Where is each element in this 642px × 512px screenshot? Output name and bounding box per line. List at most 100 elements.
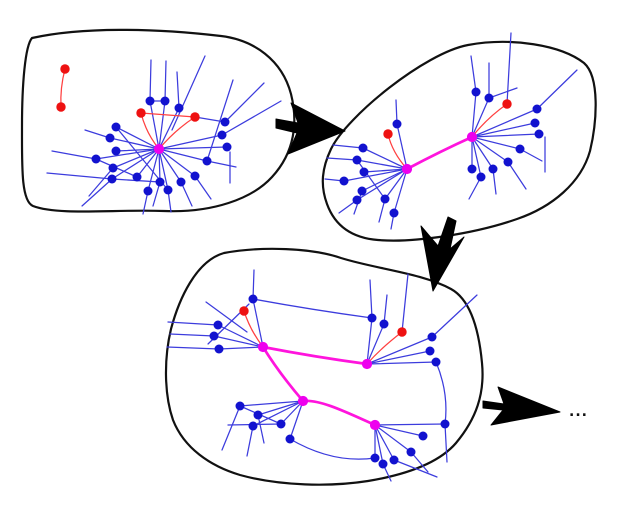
graph-edge [289, 400, 304, 440]
graph-edge [356, 168, 408, 201]
graph-edge [366, 361, 437, 365]
graph-node [488, 164, 498, 174]
merged-hub-node [257, 341, 269, 353]
graph-edge [470, 55, 477, 93]
graph-edge [326, 157, 358, 161]
graph-node [389, 208, 399, 218]
graph-node [108, 163, 118, 173]
graph-edge [158, 148, 196, 177]
graph-node [163, 185, 173, 195]
graph-edge [536, 69, 578, 110]
graph-node [132, 172, 142, 182]
graph-edge [218, 346, 264, 350]
graph-edge [51, 150, 97, 160]
candidate-node [502, 99, 512, 109]
graph-node [190, 171, 200, 181]
graph-node [145, 96, 155, 106]
graph-node [431, 357, 441, 367]
graph-edge [149, 100, 160, 150]
candidate-merge-edge [158, 116, 196, 150]
graph-edge [111, 148, 160, 180]
cluster-stage-1-initial-graph-cluster [20, 28, 296, 215]
graph-edge [167, 321, 219, 326]
candidate-merge-edge [140, 112, 160, 150]
graph-node [484, 93, 494, 103]
merged-hub-node [153, 143, 165, 155]
graph-edge [366, 336, 433, 365]
graph-node [220, 117, 230, 127]
graph-node [285, 434, 295, 444]
graph-edge [246, 425, 254, 457]
graph-node [111, 146, 121, 156]
graph-edge [471, 136, 482, 178]
graph-edge [374, 424, 424, 437]
graph-node [352, 195, 362, 205]
graph-node [471, 87, 481, 97]
graph-node [532, 104, 542, 114]
graph-edge [46, 172, 113, 180]
graph-edge [401, 273, 409, 333]
merged-hub-node [401, 163, 413, 175]
graph-edge [88, 167, 114, 197]
merged-hub-node [361, 358, 373, 370]
graph-edge [115, 148, 160, 152]
graph-edge [383, 294, 388, 325]
graph-node [155, 177, 165, 187]
graph-node [222, 142, 232, 152]
graph-edge [257, 400, 304, 416]
graph-edge [356, 159, 408, 170]
graph-edge [471, 136, 509, 163]
graph-edge [171, 55, 206, 131]
graph-edge [252, 298, 373, 319]
graph-node [389, 455, 399, 465]
candidate-node [239, 306, 249, 316]
graph-edge [158, 148, 169, 191]
candidate-node [60, 64, 70, 74]
graph-node [160, 96, 170, 106]
graph-node [214, 344, 224, 354]
candidate-merge-edge [60, 68, 66, 108]
graph-edge [239, 400, 304, 407]
graph-node [339, 176, 349, 186]
cluster-boundary [164, 247, 484, 486]
graph-edge [393, 459, 438, 478]
graph-edge [435, 361, 447, 425]
graph-edge [176, 71, 180, 109]
graph-edge [217, 324, 264, 348]
graph-edge [471, 91, 477, 138]
graph-node [213, 320, 223, 330]
graph-edge [136, 148, 160, 178]
graph-node [107, 174, 117, 184]
graph-node [357, 186, 367, 196]
graph-edge [488, 87, 518, 99]
graph-node [367, 313, 377, 323]
merged-hub-node [297, 395, 309, 407]
merged-hub-edge [301, 399, 377, 427]
graph-edge [194, 175, 212, 200]
graph-edge [332, 144, 364, 149]
graph-node [276, 419, 286, 429]
graph-edge [149, 59, 152, 102]
graph-edge [205, 301, 248, 333]
graph-edge [289, 438, 376, 460]
graph-edge [206, 160, 237, 168]
graph-edge [396, 123, 408, 170]
graph-node [235, 401, 245, 411]
graph-edge [471, 108, 538, 138]
graph-node [427, 332, 437, 342]
graph-node [378, 459, 388, 469]
graph-edge [224, 82, 265, 123]
graph-edge [158, 148, 182, 183]
graph-edge [374, 424, 412, 453]
graph-edge [366, 317, 373, 365]
continuation-ellipsis: ... [569, 404, 588, 420]
merged-hub-edge [405, 135, 474, 171]
graph-edge [213, 335, 264, 348]
graph-node [476, 172, 486, 182]
graph-node [202, 156, 212, 166]
graph-node [392, 119, 402, 129]
candidate-node [136, 108, 146, 118]
graph-edge [471, 122, 536, 138]
graph-edge [164, 60, 167, 102]
